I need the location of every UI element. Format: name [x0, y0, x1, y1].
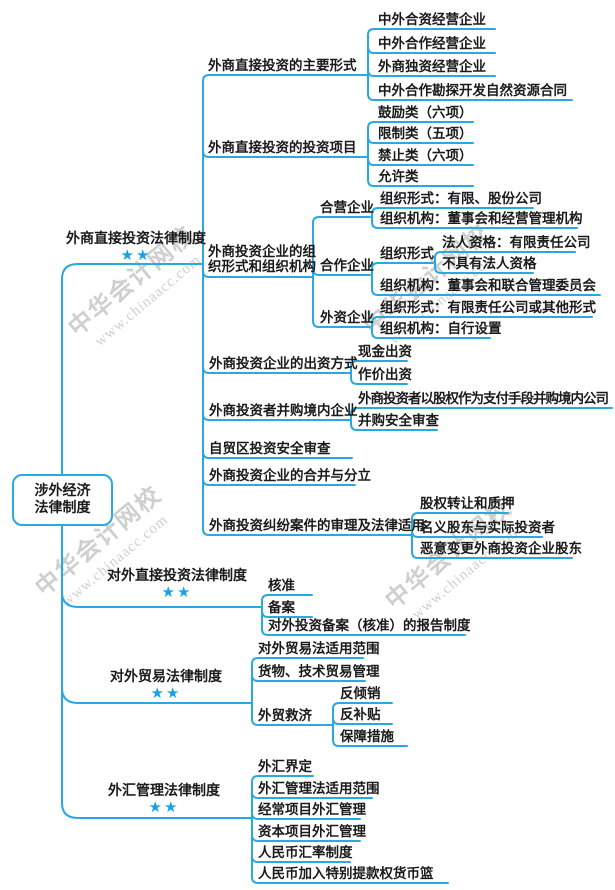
mindmap-node: 对外投资备案（核准）的报告制度 [268, 618, 471, 633]
mindmap-node: 现金出资 [358, 344, 412, 359]
mindmap-node: 人民币汇率制度 [258, 845, 353, 860]
mindmap-node: 中外合作勘探开发自然资源合同 [378, 83, 567, 98]
mindmap-node: 禁止类（六项） [378, 148, 473, 163]
branch-title: 对外直接投资法律制度 [107, 569, 247, 584]
mindmap-node: 外商直接投资的主要形式 [208, 58, 357, 73]
branch-title: 对外贸易法律制度 [110, 670, 222, 685]
node-label-line1: 外商投资企业的组 [208, 244, 316, 259]
mindmap-node: 备案 [268, 600, 295, 615]
branch-1-label: 外商直接投资法律制度 ★★ [66, 231, 206, 264]
mindmap-node: 组织形式：有限、股份公司 [380, 191, 542, 206]
mindmap-node: 允许类 [378, 169, 419, 184]
mindmap-node: 对外贸易法适用范围 [258, 641, 380, 656]
mindmap-node: 限制类（五项） [378, 126, 473, 141]
mindmap-node: 合营企业 [320, 200, 374, 215]
mindmap-node: 保障措施 [340, 729, 394, 744]
mindmap-node: 组织形式：有限责任公司或其他形式 [380, 300, 596, 315]
importance-stars: ★★ [150, 686, 182, 702]
mindmap-node: 不具有法人资格 [442, 256, 537, 271]
mindmap-node: 人民币加入特别提款权货币篮 [258, 866, 434, 881]
mindmap-node: 货物、技术贸易管理 [258, 664, 380, 679]
mindmap-node: 经常项目外汇管理 [258, 802, 366, 817]
mindmap-node: 核准 [268, 578, 295, 593]
mindmap-node: 外商独资经营企业 [378, 59, 486, 74]
mindmap-node: 资本项目外汇管理 [258, 824, 366, 839]
root-label-line1: 涉外经济 [34, 484, 91, 499]
importance-stars: ★★ [161, 585, 193, 601]
mindmap-node: 外贸救济 [258, 708, 312, 723]
mindmap-node: 外资企业 [320, 310, 374, 325]
mindmap-node: 自贸区投资安全审查 [209, 441, 331, 456]
node-label-line2: 织形式和组织机构 [208, 258, 316, 274]
mindmap-node: 合作企业 [320, 258, 374, 273]
mindmap-node: 外汇管理法适用范围 [258, 781, 380, 796]
mindmap-node: 外商投资者并购境内企业 [209, 403, 358, 418]
mindmap-node: 恶意变更外商投资企业股东 [420, 541, 582, 556]
branch-title: 外商直接投资法律制度 [66, 232, 206, 247]
importance-stars: ★★ [148, 800, 180, 816]
mindmap-node: 外商投资企业的合并与分立 [209, 468, 371, 483]
mindmap-node: 组织机构：董事会和经营管理机构 [380, 211, 583, 226]
mindmap-node: 反补贴 [340, 707, 381, 722]
mindmap-node: 外商投资企业的组 织形式和组织机构 [208, 244, 316, 274]
mindmap-node: 作价出资 [358, 367, 412, 382]
mindmap-node: 反倾销 [340, 686, 381, 701]
mindmap-node: 股权转让和质押 [420, 496, 515, 511]
mindmap-node: 鼓励类（六项） [378, 105, 473, 120]
mindmap-node: 并购安全审查 [358, 413, 439, 428]
root-label-line2: 法律制度 [34, 501, 91, 516]
mindmap-node: 组织形式 [380, 246, 434, 261]
root-node: 涉外经济 法律制度 [12, 474, 113, 526]
mindmap-node: 外商投资纠纷案件的审理及法律适用 [209, 518, 425, 533]
branch-4-label: 外汇管理法律制度 ★★ [94, 783, 234, 816]
branch-3-label: 对外贸易法律制度 ★★ [96, 669, 236, 702]
mindmap-node: 法人资格：有限责任公司 [442, 235, 591, 250]
mindmap-node: 名义股东与实际投资者 [420, 520, 555, 535]
branch-2-label: 对外直接投资法律制度 ★★ [97, 568, 257, 601]
importance-stars: ★★ [120, 248, 152, 264]
mindmap-node: 外商投资企业的出资方式 [209, 356, 358, 371]
mindmap-node: 组织机构：董事会和联合管理委员会 [380, 278, 596, 293]
mindmap-node: 外商投资者以股权作为支付手段并购境内公司 [358, 391, 609, 406]
branch-title: 外汇管理法律制度 [108, 784, 220, 799]
mindmap-node: 外汇界定 [258, 759, 312, 774]
mindmap-node: 组织机构：自行设置 [380, 321, 502, 336]
mindmap-node: 外商直接投资的投资项目 [208, 140, 357, 155]
mindmap-node: 中外合资经营企业 [378, 12, 486, 27]
mindmap-node: 中外合作经营企业 [378, 36, 486, 51]
